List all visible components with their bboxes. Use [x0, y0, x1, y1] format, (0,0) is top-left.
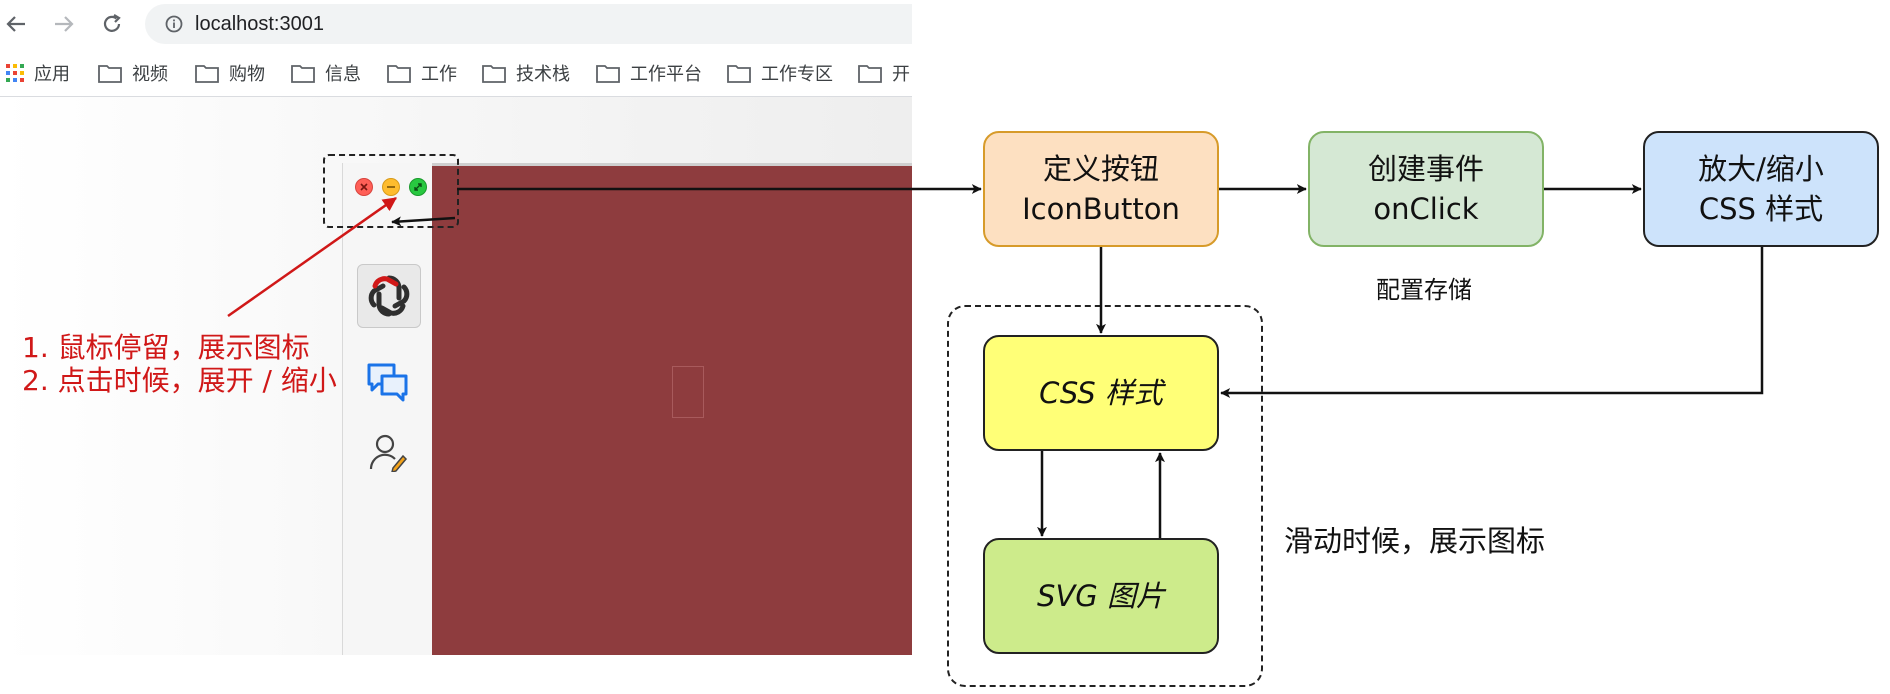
bookmark-folder[interactable]: 技术栈: [482, 60, 570, 86]
user-edit-icon[interactable]: [368, 432, 408, 476]
content-panel: [432, 163, 912, 655]
back-arrow-icon[interactable]: [2, 10, 30, 38]
bookmark-label: 技术栈: [516, 64, 570, 85]
folder-icon: [291, 65, 315, 83]
node-create-event: 创建事件 onClick: [1308, 131, 1544, 247]
node-line: onClick: [1373, 192, 1479, 226]
chatgpt-logo-icon[interactable]: [357, 264, 421, 328]
bookmark-label: 工作专区: [761, 64, 833, 85]
bookmark-folder[interactable]: 工作专区: [727, 60, 833, 86]
node-line: CSS 样式: [1039, 376, 1163, 410]
bookmark-label: 信息: [325, 64, 361, 85]
bookmark-folder[interactable]: 工作平台: [596, 60, 702, 86]
folder-icon: [596, 65, 620, 83]
store-config-label: 配置存储: [1376, 276, 1472, 304]
bookmark-label: 开: [892, 64, 910, 85]
bookmark-label: 视频: [132, 64, 168, 85]
node-line: 创建事件: [1367, 152, 1484, 186]
node-svg-image: SVG 图片: [983, 538, 1219, 654]
minimize-dot-icon[interactable]: [382, 178, 400, 196]
bookmark-folder[interactable]: 视频: [98, 60, 168, 86]
annotation-line-2: 2. 点击时候，展开 / 缩小: [22, 364, 337, 397]
folder-icon: [727, 65, 751, 83]
bookmark-folder[interactable]: 购物: [195, 60, 265, 86]
node-line: 放大/缩小: [1698, 152, 1824, 186]
slide-show-label: 滑动时候，展示图标: [1284, 524, 1546, 558]
url-text: localhost:3001: [195, 13, 324, 35]
annotation-line-1: 1. 鼠标停留，展示图标: [22, 331, 310, 364]
window-controls-highlight: [323, 154, 459, 228]
bookmark-folder[interactable]: 开: [858, 60, 910, 86]
close-dot-icon[interactable]: [355, 178, 373, 196]
node-line: SVG 图片: [1037, 579, 1165, 613]
node-line: 定义按钮: [1042, 152, 1159, 186]
apps-grid-icon: [6, 64, 24, 82]
node-zoom-css: 放大/缩小 CSS 样式: [1643, 131, 1879, 247]
browser-toolbar: localhost:3001: [0, 0, 912, 48]
chat-bubbles-icon[interactable]: [366, 362, 410, 406]
forward-arrow-icon[interactable]: [50, 10, 78, 38]
bookmarks-bar: 应用 视频 购物 信息 工作 技术栈 工作平台 工作专区: [0, 50, 912, 97]
address-bar[interactable]: localhost:3001: [145, 4, 912, 44]
info-icon[interactable]: [165, 15, 183, 37]
node-define-button: 定义按钮 IconButton: [983, 131, 1219, 247]
node-css-style: CSS 样式: [983, 335, 1219, 451]
folder-icon: [858, 65, 882, 83]
folder-icon: [482, 65, 506, 83]
arrow-zoom-to-css: [1220, 247, 1764, 398]
node-line: IconButton: [1022, 192, 1180, 226]
bookmark-folder[interactable]: 工作: [387, 60, 457, 86]
folder-icon: [195, 65, 219, 83]
expand-dot-icon[interactable]: [409, 178, 427, 196]
bookmark-label: 购物: [229, 64, 265, 85]
reload-icon[interactable]: [98, 10, 126, 38]
browser-window: localhost:3001 应用 视频 购物 信息 工作: [0, 0, 912, 655]
app-sidebar: [342, 163, 433, 655]
bookmark-apps[interactable]: 应用: [6, 60, 70, 86]
bookmark-folder[interactable]: 信息: [291, 60, 361, 86]
bookmark-label: 应用: [34, 64, 70, 85]
node-line: CSS 样式: [1698, 192, 1824, 226]
folder-icon: [387, 65, 411, 83]
folder-icon: [98, 65, 122, 83]
dashed-group-box: [947, 305, 1263, 687]
bookmark-label: 工作: [421, 64, 457, 85]
content-placeholder: [672, 366, 704, 418]
bookmark-label: 工作平台: [630, 64, 702, 85]
